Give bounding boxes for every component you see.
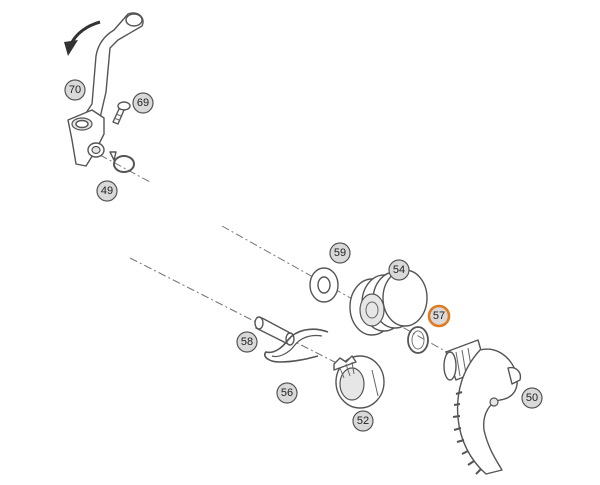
ring-icon <box>407 326 429 354</box>
label-58-text: 58 <box>241 336 253 348</box>
label-59-text: 59 <box>334 247 346 259</box>
label-70: 70 <box>64 79 86 101</box>
ratchet-gear-icon <box>333 355 385 409</box>
label-50-text: 50 <box>526 392 538 404</box>
label-52-text: 52 <box>357 415 369 427</box>
label-59: 59 <box>329 242 351 264</box>
wire-spring-icon <box>264 328 329 363</box>
kick-starter-shaft-icon <box>443 339 522 475</box>
kick-starter-lever-icon <box>67 12 144 167</box>
screw-icon <box>112 101 131 125</box>
axis-lines <box>99 154 471 381</box>
label-69: 69 <box>132 92 154 114</box>
label-54-text: 54 <box>393 264 405 276</box>
label-54: 54 <box>388 259 410 281</box>
label-70-text: 70 <box>69 84 81 96</box>
pin-icon <box>254 316 295 346</box>
label-58: 58 <box>236 331 258 353</box>
label-49: 49 <box>96 180 118 202</box>
label-52: 52 <box>352 410 374 432</box>
clamp-ring-icon <box>109 151 135 173</box>
rotation-arrow-icon <box>64 20 101 56</box>
label-56-text: 56 <box>281 387 293 399</box>
label-57[interactable]: 57 <box>427 304 451 328</box>
label-50: 50 <box>521 387 543 409</box>
washer-icon <box>309 267 339 303</box>
spring-icon <box>349 269 428 336</box>
label-49-text: 49 <box>101 185 113 197</box>
label-69-text: 69 <box>137 97 149 109</box>
label-57-text: 57 <box>433 310 445 322</box>
label-56: 56 <box>276 382 298 404</box>
